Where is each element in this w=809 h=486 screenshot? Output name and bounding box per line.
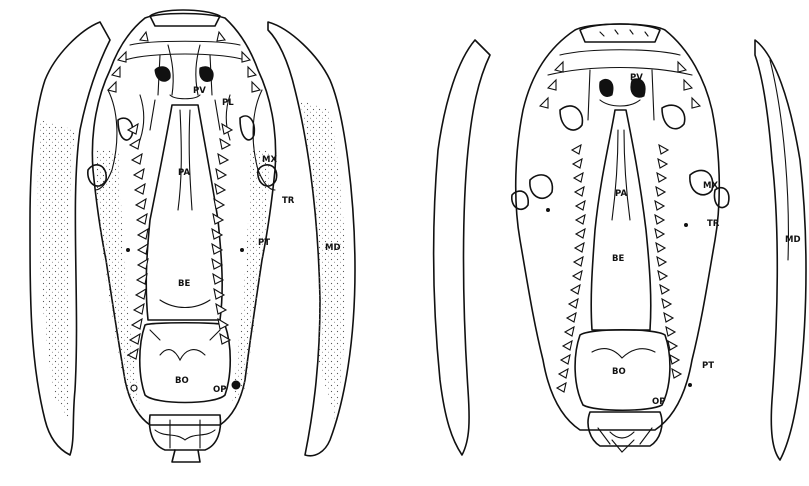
- right-skull-marginal-teeth: [540, 62, 700, 108]
- right-mandible-left: [434, 40, 490, 455]
- left-skull: PV PL MX PA TR PT MD BE BO OP: [30, 10, 355, 462]
- left-label-md: MD: [325, 243, 341, 253]
- right-label-md: MD: [785, 235, 801, 245]
- right-mandible-right: [755, 40, 806, 460]
- right-label-be: BE: [612, 254, 624, 264]
- right-label-pv: PV: [630, 73, 643, 83]
- left-skull-teeth-row-right: [212, 124, 232, 344]
- left-mandible-left-stipple: [38, 120, 75, 420]
- right-parasphenoid: [591, 110, 651, 330]
- right-label-pt: PT: [702, 361, 714, 371]
- right-label-tr: TR: [707, 219, 720, 229]
- right-label-op: OP: [652, 397, 665, 407]
- right-skull-teeth-row-left: [557, 145, 585, 392]
- right-label-mx: MX: [703, 181, 718, 191]
- right-label-bo: BO: [612, 367, 626, 377]
- left-skull-stipple: [95, 150, 140, 410]
- left-label-pv: PV: [193, 86, 206, 96]
- left-label-pl: PL: [222, 98, 234, 108]
- left-skull-teeth-row-left: [128, 124, 148, 359]
- left-label-be: BE: [178, 279, 190, 289]
- right-skull-teeth-row-right: [655, 145, 681, 378]
- left-label-pt: PT: [258, 238, 270, 248]
- left-label-op: OP: [213, 385, 226, 395]
- left-label-mx: MX: [262, 155, 277, 165]
- left-label-bo: BO: [175, 376, 189, 386]
- right-skull: PV MX PA TR MD BE PT BO OP: [434, 24, 806, 460]
- right-label-pa: PA: [615, 189, 627, 199]
- left-label-pa: PA: [178, 168, 190, 178]
- left-label-tr: TR: [282, 196, 295, 206]
